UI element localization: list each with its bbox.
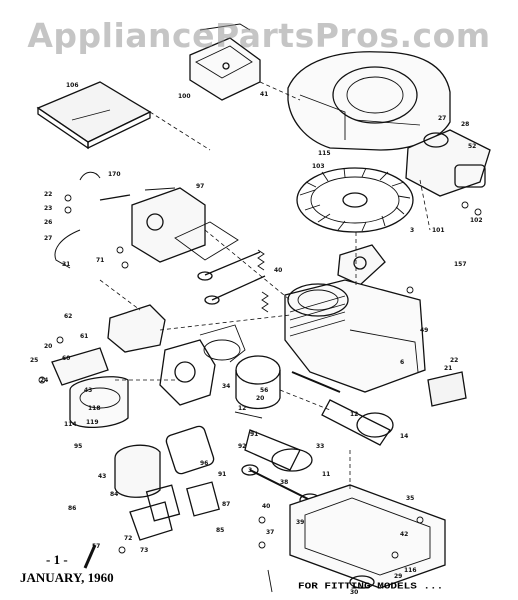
page-number: - 1 - [46,552,68,567]
valves-part [197,249,269,313]
callout-number: 23 [44,205,52,212]
revision-date: JANUARY, 1960 [20,570,114,585]
callout-number: 114 [64,421,77,428]
callout-number: 26 [44,219,52,226]
callout-number: 43 [98,473,106,480]
callout-number: 57 [92,543,100,550]
callout-number: 3 [410,227,414,234]
callout-number: 3 [248,467,252,474]
callout-number: 40 [262,503,270,510]
callout-number: 85 [216,527,224,534]
callout-number: 87 [222,501,230,508]
cylinder-block-part [284,279,426,393]
callout-number: 43 [84,387,92,394]
callout-number: 92 [238,443,246,450]
callout-number: 27 [44,235,52,242]
callout-number: 39 [296,519,304,526]
callout-number: 96 [200,460,208,467]
callout-number: 33 [316,443,324,450]
callout-number: 116 [404,567,417,574]
flywheel-part [296,167,414,233]
callout-number: 14 [400,433,408,440]
air-cleaner-body-part [51,347,129,429]
callout-number: 86 [68,505,76,512]
callout-number: 29 [394,573,402,580]
callout-number: 20 [44,343,52,350]
nameplate-part [427,371,467,407]
ignition-coil-part [337,244,386,286]
piston-part [203,339,281,410]
air-cleaner-cover-part [189,23,261,101]
callout-number: 170 [108,171,121,178]
callout-number: 11 [322,471,330,478]
callout-number: 42 [400,531,408,538]
callout-number: 101 [432,227,445,234]
callout-number: 49 [420,327,428,334]
cylinder-head-part [131,187,239,263]
callout-number: 157 [454,261,467,268]
callout-number: 91 [218,471,226,478]
callout-number: 84 [110,491,118,498]
leader-lines [99,81,431,490]
callout-number: 115 [318,150,331,157]
blower-housing-part [287,51,451,151]
callout-number: 118 [88,405,101,412]
carburetor-part [107,304,246,406]
muffler-part [405,129,491,197]
callout-number: 37 [266,529,274,536]
callout-number: 61 [80,333,88,340]
callout-number: 28 [461,121,469,128]
callout-number: 103 [312,163,325,170]
callout-number: 71 [96,257,104,264]
fastener-parts [38,187,482,593]
callout-number: 35 [406,495,414,502]
callout-number: 38 [280,479,288,486]
crankshaft-part [244,371,394,472]
callout-number: 30 [350,589,358,596]
footer-note: FOR FITTING MODELS ... [298,582,444,592]
callout-number: 31 [62,261,70,268]
callout-number: 21 [444,365,452,372]
callout-number: 97 [196,183,204,190]
callout-number: 41 [260,91,268,98]
callout-number: 62 [64,313,72,320]
callout-number: 91 [250,431,258,438]
callout-number: 27 [438,115,446,122]
callout-number: 52 [468,143,476,150]
callout-number: 12 [350,411,358,418]
callout-number: 100 [178,93,191,100]
fuel-parts [114,425,220,541]
callout-number: 34 [222,383,230,390]
callout-number: 102 [470,217,483,224]
callout-number: 72 [124,535,132,542]
callout-number: 12 [238,405,246,412]
callout-number: 6 [400,359,404,366]
callout-number: 95 [74,443,82,450]
fuel-line-part [54,171,131,569]
callout-number: 60 [62,355,70,362]
callout-number: 22 [450,357,458,364]
callout-number: 22 [44,191,52,198]
callout-number: 73 [140,547,148,554]
callout-number: 119 [86,419,99,426]
callout-number: 40 [274,267,282,274]
callout-number: 24 [40,377,48,384]
air-filter-pad-part [36,81,152,150]
oil-sump-part [289,484,446,589]
callout-labels: 106 100 97 170 22 23 26 27 31 71 20 25 24 62 61 60 40 41 4… [30,82,483,596]
callout-number: 56 [260,387,268,394]
callout-number: 20 [256,395,264,402]
callout-number: 25 [30,357,38,364]
callout-number: 106 [66,82,79,89]
